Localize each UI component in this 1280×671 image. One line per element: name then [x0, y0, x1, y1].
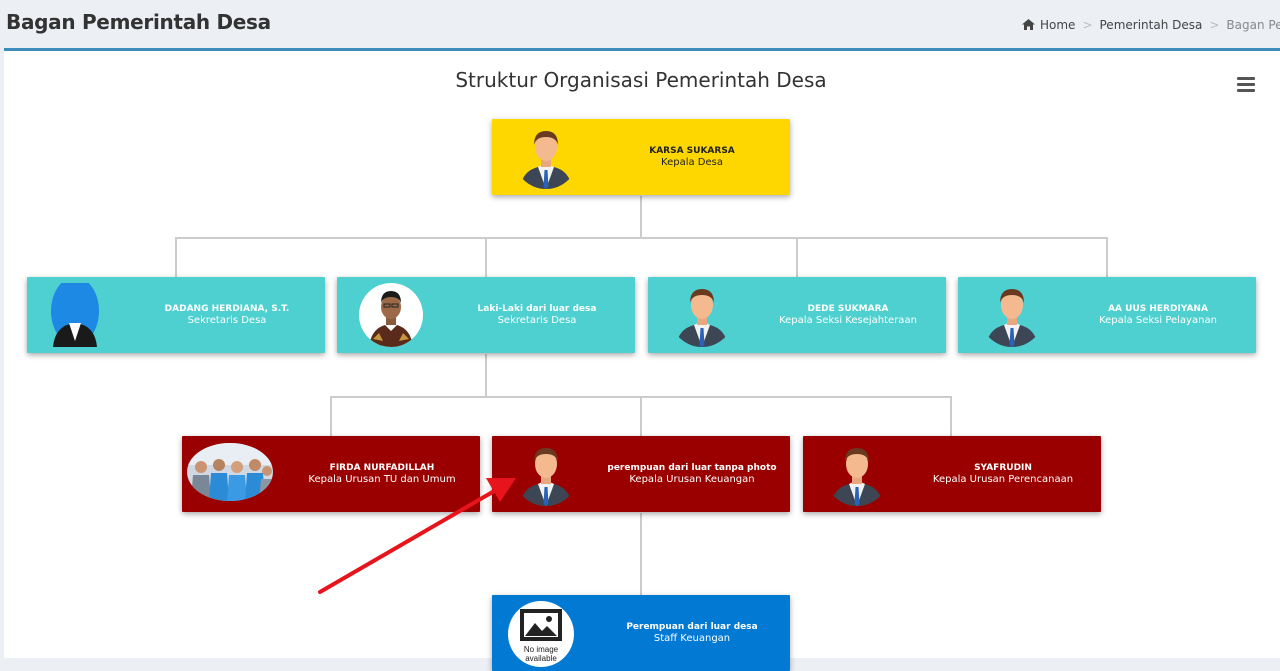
connector-line	[640, 396, 642, 436]
node-title: Kepala Seksi Kesejahteraan	[779, 315, 917, 326]
node-name: KARSA SUKARSA	[649, 146, 735, 156]
default-avatar-icon	[670, 283, 734, 347]
connector-line	[640, 513, 642, 595]
connector-line	[950, 396, 952, 436]
breadcrumb: Home > Pemerintah Desa > Bagan Pemer	[1022, 18, 1280, 32]
org-node-kepala-seksi-pelayanan[interactable]: AA UUS HERDIYANA Kepala Seksi Pelayanan	[958, 277, 1256, 353]
breadcrumb-current: Bagan Pemer	[1226, 18, 1280, 32]
node-name: Laki-Laki dari luar desa	[477, 304, 597, 314]
connector-line	[1106, 237, 1108, 277]
chart-title: Struktur Organisasi Pemerintah Desa	[455, 68, 827, 92]
default-avatar-icon	[514, 125, 578, 189]
org-node-sekretaris-desa-2[interactable]: Laki-Laki dari luar desa Sekretaris Desa	[337, 277, 635, 353]
node-title: Kepala Urusan TU dan Umum	[308, 474, 456, 485]
org-node-staff-keuangan[interactable]: No image available Perempuan dari luar d…	[492, 595, 790, 671]
connector-line	[485, 354, 487, 396]
node-title: Sekretaris Desa	[187, 315, 267, 326]
connector-line	[330, 396, 332, 436]
node-title: Kepala Seksi Pelayanan	[1099, 315, 1217, 326]
node-title: Staff Keuangan	[653, 633, 731, 644]
breadcrumb-home[interactable]: Home	[1040, 18, 1076, 32]
connector-line	[175, 237, 177, 277]
hamburger-icon[interactable]	[1237, 77, 1255, 93]
node-name: DEDE SUKMARA	[807, 304, 889, 314]
group-photo-icon	[187, 443, 273, 501]
node-title: Kepala Urusan Perencanaan	[932, 474, 1074, 485]
home-icon	[1022, 19, 1035, 30]
org-node-kepala-seksi-kesejahteraan[interactable]: DEDE SUKMARA Kepala Seksi Kesejahteraan	[648, 277, 946, 353]
breadcrumb-separator: >	[1082, 18, 1093, 32]
org-node-kepala-urusan-perencanaan[interactable]: SYAFRUDIN Kepala Urusan Perencanaan	[803, 436, 1101, 512]
node-name: perempuan dari luar tanpa photo	[607, 463, 777, 473]
node-title: Kepala Desa	[661, 157, 723, 168]
default-avatar-icon	[980, 283, 1044, 347]
connector-line	[485, 237, 487, 277]
node-name: AA UUS HERDIYANA	[1108, 304, 1208, 314]
org-node-kepala-urusan-tu[interactable]: FIRDA NURFADILLAH Kepala Urusan TU dan U…	[182, 436, 480, 512]
node-name: SYAFRUDIN	[974, 463, 1032, 473]
page-title: Bagan Pemerintah Desa	[6, 10, 271, 34]
silhouette-avatar-icon	[51, 283, 99, 347]
org-node-sekretaris-desa[interactable]: DADANG HERDIANA, S.T. Sekretaris Desa	[27, 277, 325, 353]
connector-line	[640, 196, 642, 237]
org-node-kepala-urusan-keuangan[interactable]: perempuan dari luar tanpa photo Kepala U…	[492, 436, 790, 512]
org-node-kepala-desa[interactable]: KARSA SUKARSA Kepala Desa	[492, 119, 790, 195]
default-avatar-icon	[514, 442, 578, 506]
node-title: Kepala Urusan Keuangan	[629, 474, 755, 485]
connector-line	[175, 237, 1108, 239]
connector-line	[796, 237, 798, 277]
breadcrumb-pemerintah-desa[interactable]: Pemerintah Desa	[1099, 18, 1203, 32]
person-photo-icon	[359, 283, 423, 347]
no-image-text: No image available	[523, 645, 559, 663]
node-name: FIRDA NURFADILLAH	[329, 463, 435, 473]
default-avatar-icon	[825, 442, 889, 506]
node-name: DADANG HERDIANA, S.T.	[164, 304, 290, 314]
content-header: Bagan Pemerintah Desa Home > Pemerintah De…	[0, 0, 1280, 48]
no-image-icon: No image available	[508, 601, 574, 667]
node-title: Sekretaris Desa	[497, 315, 577, 326]
node-name: Perempuan dari luar desa	[626, 622, 758, 632]
breadcrumb-separator: >	[1209, 18, 1220, 32]
